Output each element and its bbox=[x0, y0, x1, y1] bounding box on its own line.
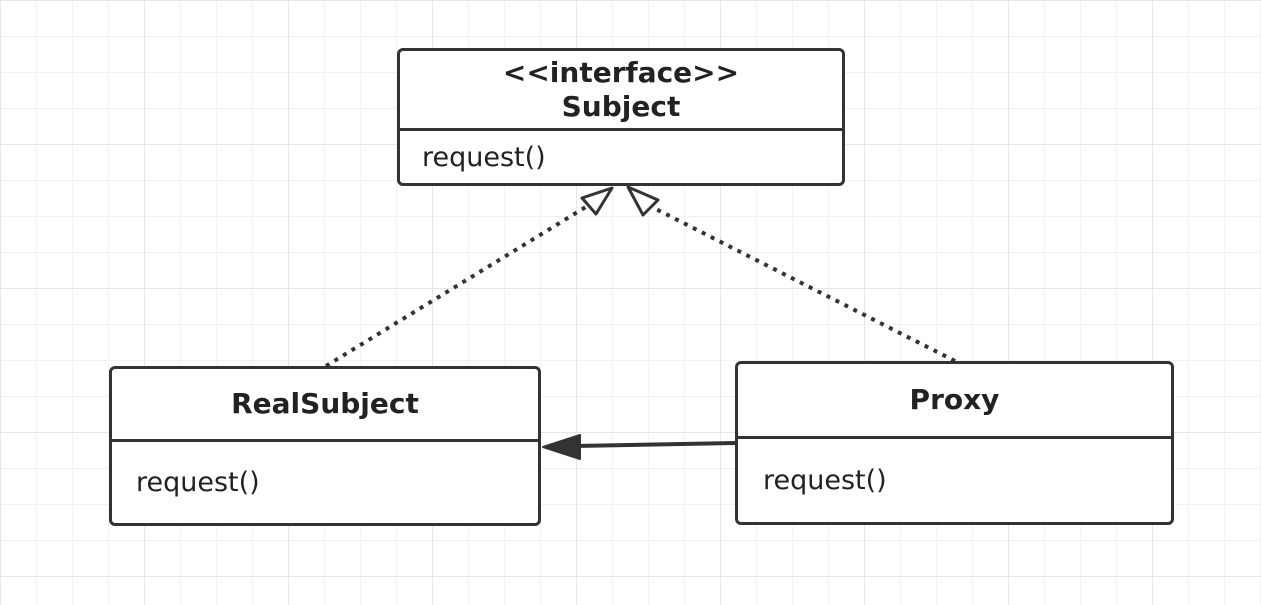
realsubject-class-name: RealSubject bbox=[231, 387, 419, 420]
subject-class-header: <<interface>> Subject bbox=[400, 51, 842, 131]
realization-line-proxy bbox=[651, 205, 956, 363]
subject-class-methods: request() bbox=[400, 131, 842, 183]
proxy-method: request() bbox=[763, 465, 887, 496]
association-arrowhead bbox=[542, 434, 581, 460]
proxy-class-methods: request() bbox=[738, 439, 1171, 522]
subject-stereotype: <<interface>> bbox=[502, 55, 740, 89]
realization-line-realsubject bbox=[324, 203, 591, 368]
realsubject-class-box[interactable]: RealSubject request() bbox=[109, 366, 541, 526]
proxy-class-name: Proxy bbox=[909, 383, 1000, 416]
subject-class-box[interactable]: <<interface>> Subject request() bbox=[397, 48, 845, 186]
realsubject-method: request() bbox=[136, 467, 260, 498]
subject-method: request() bbox=[422, 141, 546, 173]
realization-arrowhead-proxy bbox=[626, 185, 660, 217]
association-line bbox=[574, 441, 736, 448]
proxy-class-header: Proxy bbox=[738, 364, 1171, 439]
realsubject-class-methods: request() bbox=[112, 442, 538, 523]
proxy-class-box[interactable]: Proxy request() bbox=[735, 361, 1174, 525]
realsubject-class-header: RealSubject bbox=[112, 369, 538, 442]
realization-arrowhead-realsubject bbox=[580, 186, 614, 216]
subject-class-name: Subject bbox=[561, 89, 681, 123]
